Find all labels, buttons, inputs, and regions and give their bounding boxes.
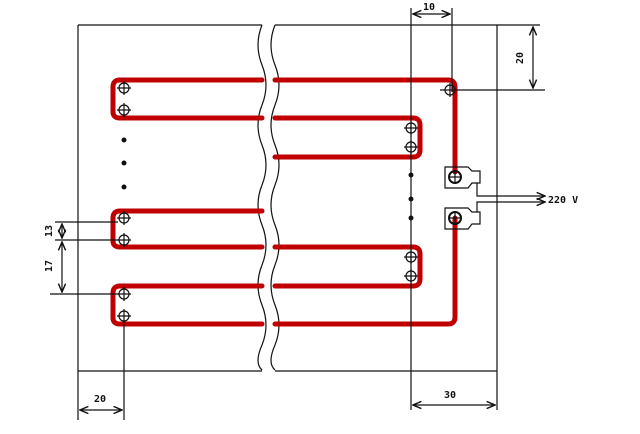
hole-icon: [117, 103, 131, 117]
hole-icon: [117, 233, 131, 247]
dimension-lines: [50, 8, 545, 420]
supply-voltage-label: 220 V: [548, 195, 578, 206]
dim-top-offset: 20: [515, 52, 526, 64]
dim-right-margin: 30: [444, 390, 456, 401]
terminal-top: [444, 166, 545, 196]
dim-top-spacing: 10: [423, 2, 435, 13]
hole-icon: [117, 81, 131, 95]
hole-icon: [117, 211, 131, 225]
hole-icon: [117, 287, 131, 301]
hole-icon: [117, 309, 131, 323]
board-outline: [77, 24, 540, 420]
dim-left-margin: 20: [94, 394, 106, 405]
terminal-bottom: [444, 202, 545, 230]
dim-pitch-small: 13: [44, 225, 55, 237]
heater-wire: [110, 77, 458, 327]
continuation-dots: [121, 137, 414, 221]
dim-pitch-large: 17: [44, 260, 55, 272]
